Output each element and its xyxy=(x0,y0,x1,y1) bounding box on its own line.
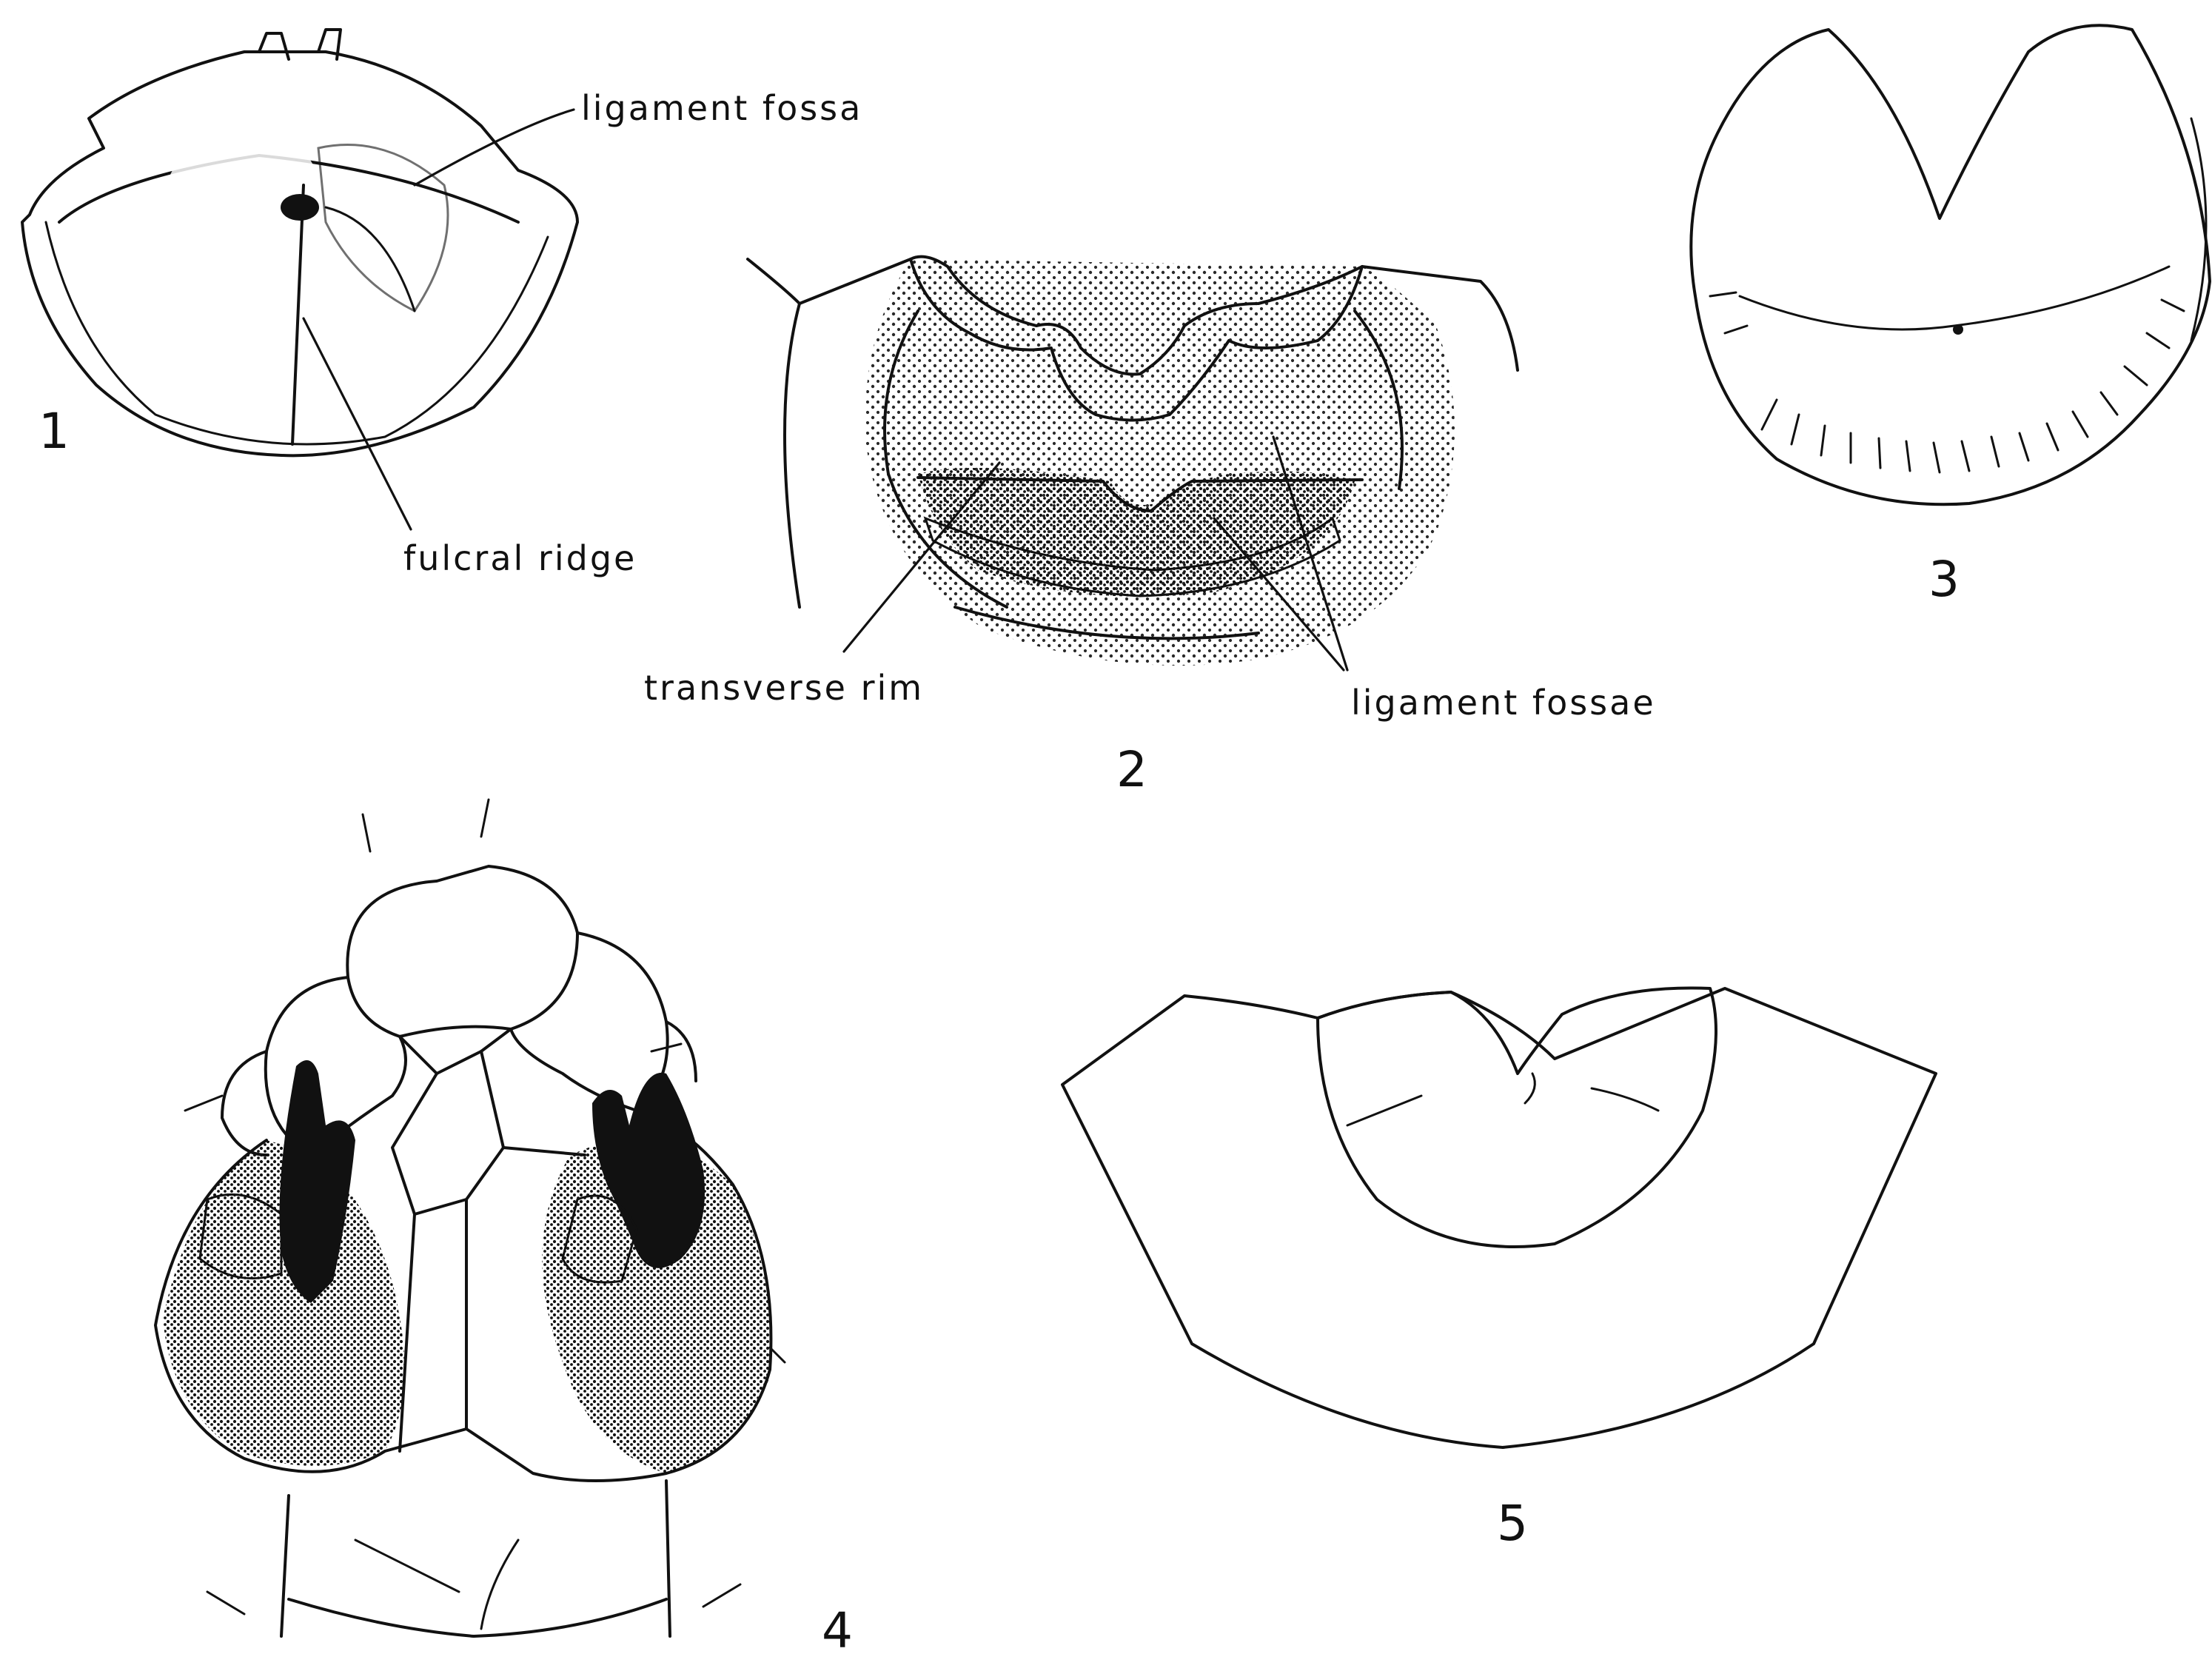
figure-4-number: 4 xyxy=(822,1602,853,1654)
transverse-rim-label: transverse rim xyxy=(644,668,924,708)
fulcral-ridge-label: fulcral ridge xyxy=(403,538,637,578)
ligament-fossa-label: ligament fossa xyxy=(581,88,862,128)
figure-3-otolith xyxy=(1691,25,2210,504)
figure-3-number: 3 xyxy=(1928,551,1960,608)
figure-1-otolith xyxy=(22,30,577,455)
figure-5-otolith xyxy=(1062,988,1936,1447)
figure-1-number: 1 xyxy=(38,403,70,460)
figure-2-number: 2 xyxy=(1116,741,1147,798)
figure-2-otolith xyxy=(748,257,1518,666)
figure-5-number: 5 xyxy=(1497,1495,1528,1552)
ligament-fossae-label: ligament fossae xyxy=(1351,683,1656,723)
fulcral-ridge-leader xyxy=(304,318,411,529)
figure-4-otolith-pair xyxy=(155,800,785,1636)
ligament-fossa-leader xyxy=(415,110,574,185)
